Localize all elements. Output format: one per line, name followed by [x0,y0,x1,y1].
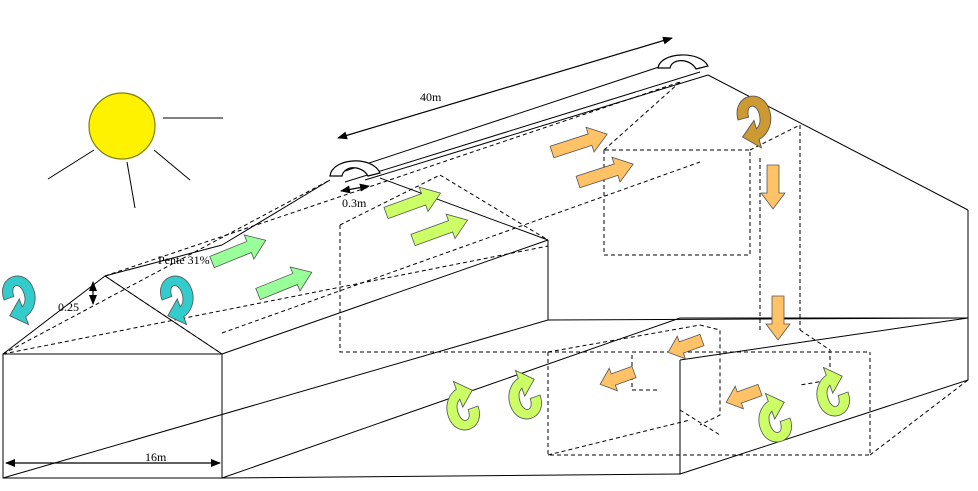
wall-height-label: 0.25 [58,300,79,314]
curved-airflow-arrow-icon [732,91,779,153]
airflow-arrow-icon [721,378,765,415]
length-label: 40m [420,90,442,104]
airflow-arrow-icon [252,259,318,307]
vent-gap-dimension-line [340,183,370,194]
dimension-labels: 40m 16m Pente 31% 0.3m 0.25 [58,90,442,464]
ridge-vent-icon [329,54,709,177]
airflow-arrow-icon [547,121,612,165]
curved-airflow-arrows-green [437,361,855,448]
airflow-arrows-green [206,227,318,307]
airflow-arrow-icon [381,180,446,226]
airflow-arrows-orange [547,121,791,415]
curved-airflow-arrow-icon [437,375,485,436]
curved-airflow-arrow-icon [499,364,547,425]
curved-airflow-arrows-brown [732,91,779,153]
airflow-arrows-light-green [381,180,473,253]
vent-gap-label: 0.3m [342,196,367,210]
curved-airflow-arrow-icon [807,361,855,422]
airflow-arrow-icon [663,328,707,365]
curved-airflow-arrow-icon [155,270,203,331]
sun-icon [47,92,223,209]
curved-airflow-arrow-icon [0,270,45,331]
width-label: 16m [145,450,167,464]
airflow-arrow-icon [760,164,786,210]
dimensions [5,36,673,467]
length-dimension-line [337,36,673,140]
slope-label: Pente 31% [158,253,210,267]
airflow-arrow-icon [408,207,473,253]
